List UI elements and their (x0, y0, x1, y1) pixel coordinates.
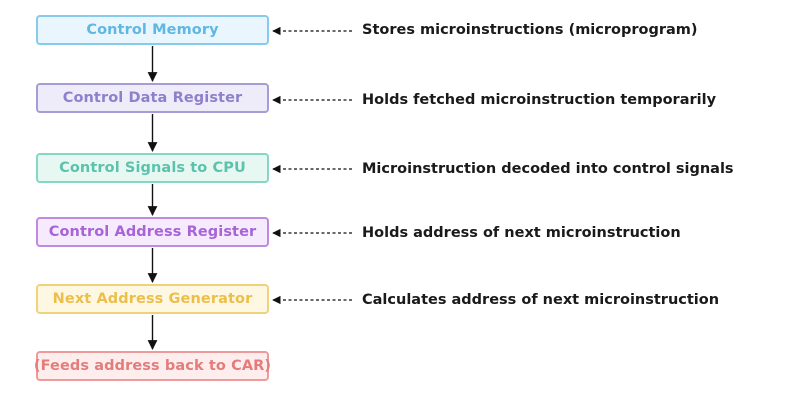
control-data-register-label: Control Data Register (62, 90, 243, 106)
control-address-register-box: Control Address Register (36, 217, 269, 247)
feedback-label: (Feeds address back to CAR) (33, 358, 272, 374)
control-memory-box: Control Memory (36, 15, 269, 45)
control-signals-note: Microinstruction decoded into control si… (362, 161, 734, 177)
control-memory-note: Stores microinstructions (microprogram) (362, 22, 698, 38)
control-signals-box: Control Signals to CPU (36, 153, 269, 183)
control-memory-label: Control Memory (86, 22, 219, 38)
control-address-register-note: Holds address of next microinstruction (362, 225, 681, 241)
next-address-generator-note: Calculates address of next microinstruct… (362, 292, 720, 308)
next-address-generator-box: Next Address Generator (36, 284, 269, 314)
control-signals-label: Control Signals to CPU (59, 160, 246, 176)
control-address-register-label: Control Address Register (48, 224, 257, 240)
control-data-register-note: Holds fetched microinstruction temporari… (362, 92, 717, 108)
control-data-register-box: Control Data Register (36, 83, 269, 113)
next-address-generator-label: Next Address Generator (52, 291, 253, 307)
feedback-box: (Feeds address back to CAR) (33, 351, 272, 381)
